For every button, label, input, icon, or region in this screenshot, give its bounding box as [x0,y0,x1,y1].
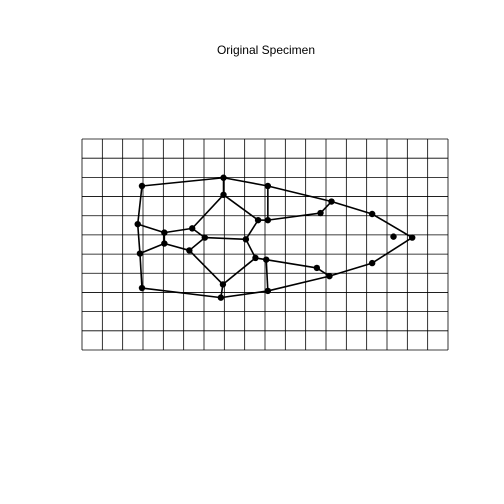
landmark-points [134,174,416,301]
outline-segment [188,236,206,252]
plot-title: Original Specimen [216,43,316,57]
landmark-point [368,259,376,267]
outline-segment [220,290,268,299]
outline-segment [245,238,257,259]
outline-segment [223,194,259,221]
grid [81,138,449,351]
landmark-point [242,236,250,243]
landmark-point [201,234,209,241]
outline-segment [164,242,190,252]
outline-segment [139,242,165,255]
landmark-point [136,250,144,257]
specimen-outline [136,176,413,299]
landmark-point [134,220,141,228]
outline-segment [141,176,224,187]
landmark-point [368,210,376,218]
landmark-point [252,254,259,262]
outline-segment [164,227,193,234]
outline-segment [136,224,141,254]
outline-segment [137,223,165,234]
landmark-point [138,284,146,292]
outline-segment [223,176,268,187]
landmark-point [138,182,146,190]
landmark-point [189,225,196,232]
landmark-point [161,229,168,236]
outline-segment [265,259,269,291]
outline-segment [267,212,321,221]
landmark-point [264,287,272,295]
landmark-point [313,264,321,272]
landmark-point [254,216,262,224]
landmark-point [220,191,227,199]
landmark-point [328,198,335,205]
landmark-point [217,294,225,301]
outline-segment [371,213,413,239]
landmark-point [219,281,227,288]
landmark-point [264,216,272,224]
landmark-point [326,272,333,280]
outline-segment [136,185,143,225]
outline-segment [191,194,225,229]
outline-segment [204,236,246,241]
outline-segment [141,287,221,299]
outline-segment [331,200,373,215]
outline-segment [245,219,259,240]
landmark-point [161,240,168,247]
outline-segment [139,253,143,289]
outline-segment [222,257,256,286]
outline-segment [329,262,373,277]
outline-segment [267,275,330,292]
outline-segment [267,185,332,203]
landmark-point [317,209,324,217]
landmark-point [186,247,193,254]
outline-segment [188,249,224,285]
landmark-point [409,234,416,241]
landmark-point [264,182,272,190]
outline-segment [266,258,317,269]
landmark-point [390,233,397,240]
landmark-point [263,256,270,263]
landmark-point [220,174,227,181]
outline-segment [371,236,413,264]
